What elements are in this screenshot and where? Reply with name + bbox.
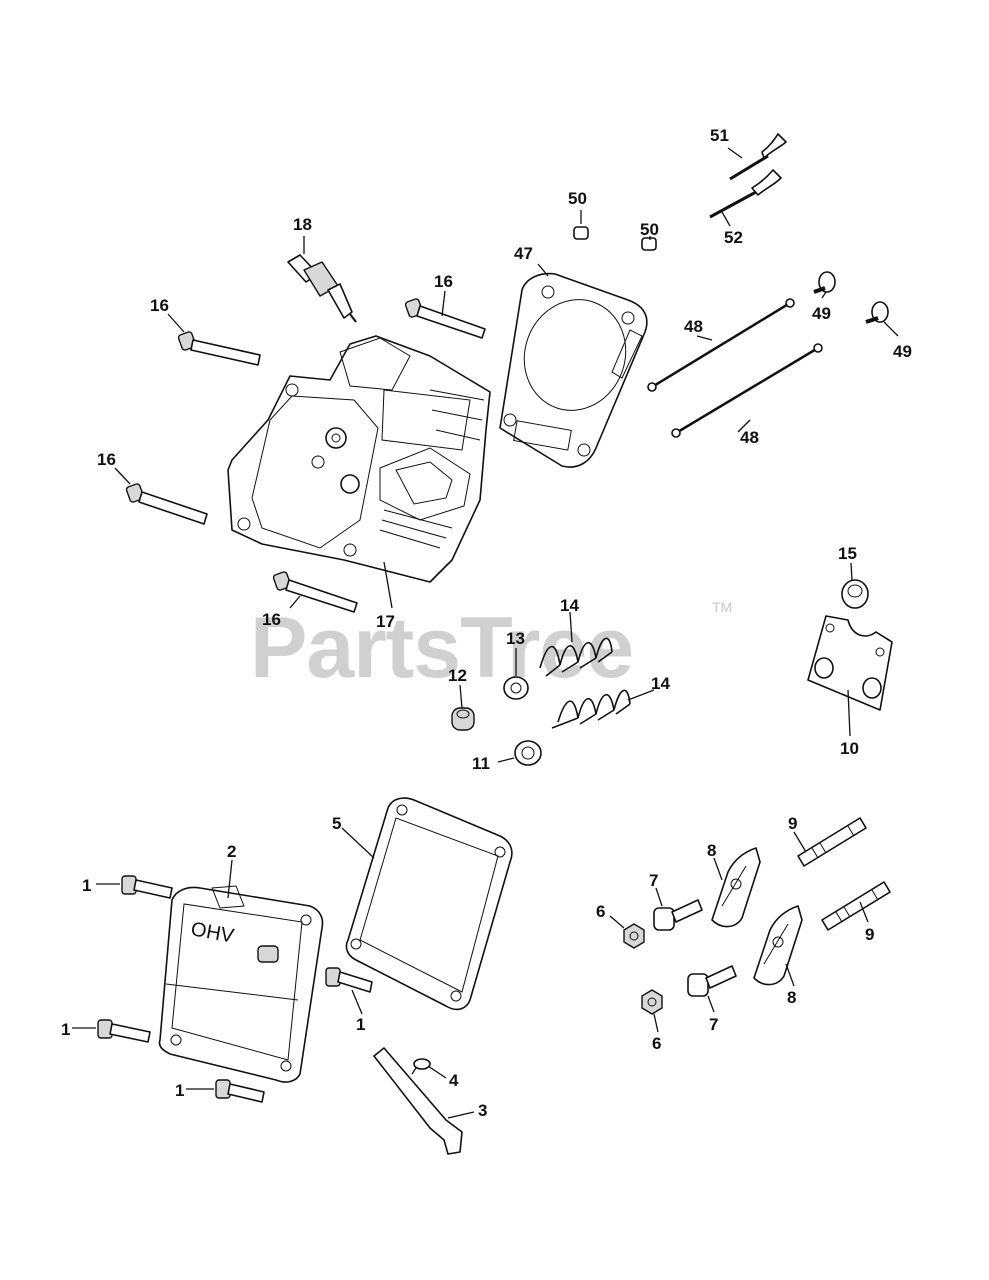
cover-bolt-1a[interactable] bbox=[121, 875, 173, 899]
head-gasket-47[interactable] bbox=[499, 272, 648, 468]
callout-48: 48 bbox=[684, 317, 703, 336]
callout-47: 47 bbox=[514, 244, 533, 263]
guide-plate-10[interactable] bbox=[807, 615, 893, 711]
valve-spring-14a[interactable] bbox=[539, 637, 613, 677]
head-bolt-16b[interactable] bbox=[177, 331, 261, 366]
rocker-stud-9a[interactable] bbox=[797, 817, 867, 867]
callout-12: 12 bbox=[448, 666, 467, 685]
callout-16: 16 bbox=[150, 296, 169, 315]
callout-2: 2 bbox=[227, 842, 236, 861]
rocker-pivot-49a[interactable] bbox=[813, 271, 836, 294]
head-bolt-16d[interactable] bbox=[272, 571, 358, 613]
callout-51: 51 bbox=[710, 126, 729, 145]
head-bolt-16a[interactable] bbox=[404, 298, 486, 339]
cylinder-head-17[interactable] bbox=[227, 335, 491, 583]
valve-cap-50b[interactable] bbox=[641, 237, 657, 251]
callout-49: 49 bbox=[893, 342, 912, 361]
leader-lines bbox=[72, 147, 899, 1119]
callout-1: 1 bbox=[82, 876, 91, 895]
lock-nut-6a[interactable] bbox=[623, 923, 645, 949]
callout-7: 7 bbox=[649, 871, 658, 890]
callout-5: 5 bbox=[332, 814, 341, 833]
hose-clamp-4[interactable] bbox=[411, 1058, 431, 1075]
callout-13: 13 bbox=[506, 629, 525, 648]
spring-washer-11[interactable] bbox=[514, 740, 542, 766]
callout-11: 11 bbox=[472, 754, 490, 773]
spark-plug-18[interactable] bbox=[287, 254, 357, 323]
callout-6: 6 bbox=[652, 1034, 661, 1053]
bushing-15[interactable] bbox=[841, 579, 869, 609]
rocker-arm-8a[interactable] bbox=[711, 847, 761, 928]
callout-16: 16 bbox=[262, 610, 281, 629]
rocker-stud-9b[interactable] bbox=[821, 881, 891, 931]
callout-10: 10 bbox=[840, 739, 859, 758]
callout-4: 4 bbox=[449, 1071, 459, 1090]
pushrod-48b[interactable] bbox=[671, 343, 823, 438]
callout-1: 1 bbox=[175, 1081, 184, 1100]
valve-cover-2[interactable]: OHV bbox=[158, 885, 324, 1083]
pivot-bolt-7a[interactable] bbox=[653, 899, 703, 931]
callout-3: 3 bbox=[478, 1101, 487, 1120]
callout-9: 9 bbox=[865, 925, 874, 944]
valve-spring-14b[interactable] bbox=[551, 689, 631, 729]
callout-48: 48 bbox=[740, 428, 759, 447]
callout-8: 8 bbox=[787, 988, 796, 1007]
callout-18: 18 bbox=[293, 215, 312, 234]
callout-17: 17 bbox=[376, 612, 395, 631]
valve-cap-50a[interactable] bbox=[573, 226, 589, 240]
pivot-bolt-7b[interactable] bbox=[687, 965, 737, 997]
pushrod-48a[interactable] bbox=[647, 298, 795, 392]
callout-8: 8 bbox=[707, 841, 716, 860]
valve-51[interactable] bbox=[729, 133, 787, 181]
callout-1: 1 bbox=[61, 1020, 70, 1039]
callout-7: 7 bbox=[709, 1015, 718, 1034]
lock-nut-6b[interactable] bbox=[641, 989, 663, 1015]
watermark-trademark: TM bbox=[712, 599, 732, 615]
cover-bolt-1c[interactable] bbox=[215, 1079, 265, 1103]
callout-14: 14 bbox=[651, 674, 670, 693]
callout-15: 15 bbox=[838, 544, 857, 563]
callout-50: 50 bbox=[568, 189, 587, 208]
head-bolt-16c[interactable] bbox=[125, 483, 208, 525]
callout-16: 16 bbox=[434, 272, 453, 291]
cover-bolt-1d[interactable] bbox=[325, 967, 373, 993]
callouts: 51 52 50 50 47 18 16 16 16 16 48 48 49 4… bbox=[61, 126, 912, 1120]
breather-tube-3[interactable] bbox=[373, 1047, 463, 1155]
cover-gasket-5[interactable] bbox=[345, 797, 513, 1011]
rocker-pivot-49b[interactable] bbox=[865, 301, 889, 324]
rocker-arm-8b[interactable] bbox=[753, 905, 803, 986]
callout-6: 6 bbox=[596, 902, 605, 921]
cover-bolt-1b[interactable] bbox=[97, 1019, 151, 1043]
spring-retainer-13[interactable] bbox=[503, 676, 529, 700]
valve-52[interactable] bbox=[709, 169, 782, 219]
callout-9: 9 bbox=[788, 814, 797, 833]
callout-49: 49 bbox=[812, 304, 831, 323]
callout-16: 16 bbox=[97, 450, 116, 469]
callout-1: 1 bbox=[356, 1015, 365, 1034]
valve-seal-12[interactable] bbox=[451, 707, 475, 731]
callout-50: 50 bbox=[640, 220, 659, 239]
callout-14: 14 bbox=[560, 596, 579, 615]
callout-52: 52 bbox=[724, 228, 743, 247]
